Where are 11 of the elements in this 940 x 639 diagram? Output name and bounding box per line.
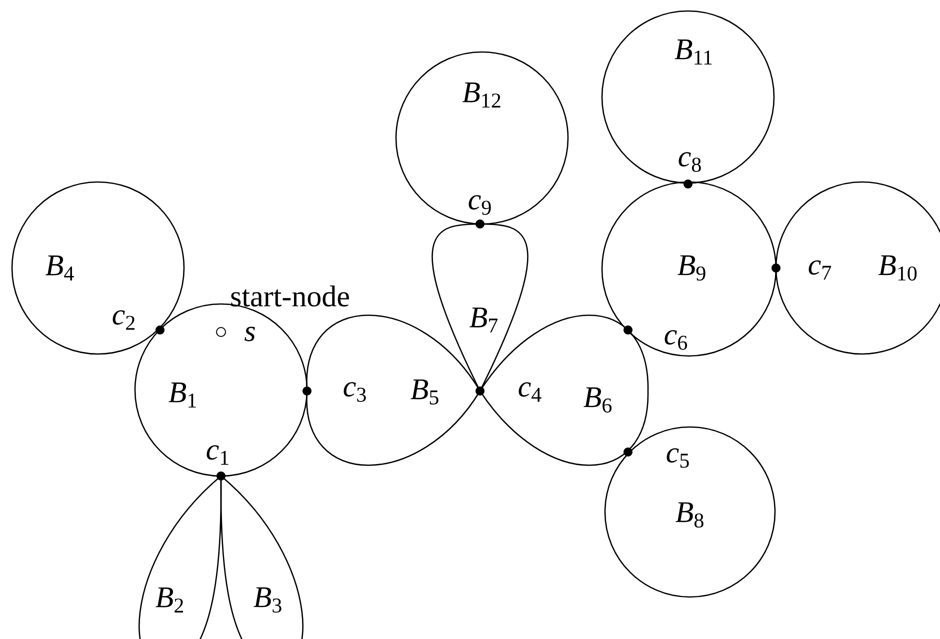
vertex-label: c$_{1}$: [206, 445, 228, 465]
block-loop: B$_{3}$: [220, 476, 304, 639]
vertex-label: c$_{8}$: [678, 152, 701, 172]
vertex-label: s: [244, 326, 255, 342]
vertex-label: c$_{3}$: [344, 382, 366, 402]
vertex-label: c$_{5}$: [666, 448, 689, 468]
vertex-label: c$_{9}$: [468, 195, 491, 215]
block-loop: B$_{2}$: [138, 476, 222, 639]
vertex-label: c$_{7}$: [808, 260, 832, 280]
vertex-label: c$_{6}$: [664, 330, 688, 350]
vertex-label: c$_{2}$: [112, 310, 135, 330]
